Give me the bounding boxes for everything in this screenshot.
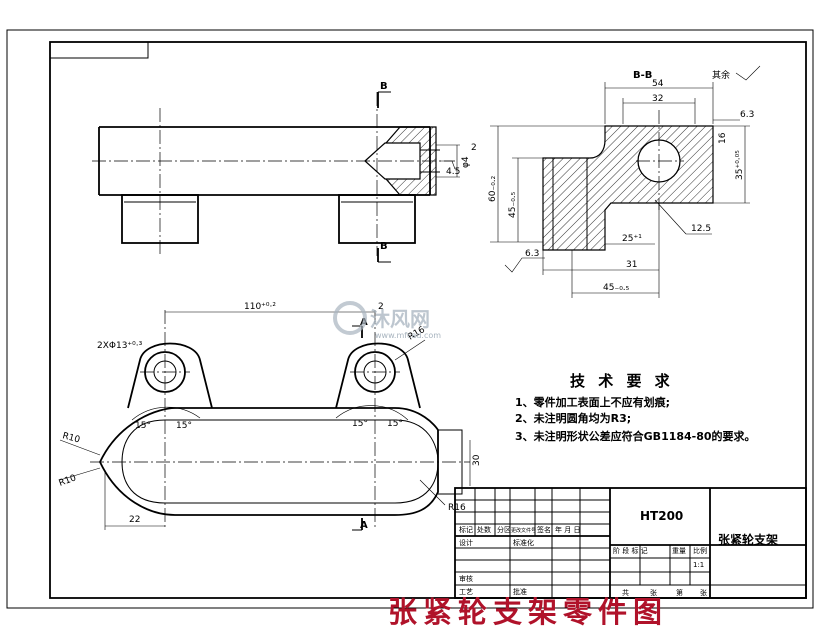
roughness-6-3-left: 6.3: [525, 249, 539, 259]
code-box: [49, 41, 149, 59]
dim-45-bottom: 45₋₀.₅: [603, 283, 630, 293]
tb-sheet-4: 张: [700, 588, 707, 597]
tb-header-3: 分区: [497, 525, 511, 534]
view-label-a-bottom: A: [360, 520, 368, 531]
tb-weight: 重量: [672, 547, 686, 555]
tb-review: 审核: [459, 574, 473, 583]
dim-32: 32: [652, 94, 663, 104]
dim-110: 110⁺⁰·²: [244, 302, 276, 312]
dim-22: 22: [129, 515, 140, 525]
dim-60: 60₋₀.₂: [488, 175, 498, 202]
part-name: 张紧轮支架: [718, 532, 778, 547]
title-block: [454, 487, 807, 599]
tb-sheet-2: 张: [650, 588, 657, 597]
section-title: B-B: [633, 70, 652, 81]
cut-label-bottom: B: [380, 241, 388, 252]
watermark-url: www.mfcad.com: [375, 331, 441, 340]
tech-title: 技 术 要 求: [570, 372, 674, 390]
tb-standard: 标准化: [513, 538, 534, 547]
tb-design: 设计: [459, 538, 473, 547]
dim-4-5: 4.5: [446, 167, 460, 177]
dim-30: 30: [472, 454, 482, 466]
tb-scale-value: 1:1: [693, 561, 704, 569]
tech-item-3: 3、未注明形状公差应符合GB1184-80的要求。: [515, 429, 756, 443]
dim-r10-bottom: R10: [58, 473, 78, 489]
dim-31: 31: [626, 260, 637, 270]
dim-16: 16: [718, 132, 728, 144]
outer-border: [6, 29, 814, 609]
tb-header-4: 更改文件号: [511, 527, 536, 534]
tb-header-1: 标记: [459, 525, 473, 534]
dim-phi4: φ4: [461, 156, 471, 168]
section-bb-view: [490, 65, 761, 298]
tb-process: 工艺: [459, 588, 473, 596]
tb-approve: 批准: [513, 587, 527, 596]
dim-25: 25⁺¹: [622, 234, 642, 244]
drawing-caption: 张紧轮支架零件图: [388, 595, 668, 629]
dim-2: 2: [471, 143, 477, 153]
dim-54: 54: [652, 79, 664, 89]
finish-label: 其余: [712, 69, 730, 81]
tb-sheet-3: 第: [676, 588, 683, 597]
dim-45: 45₋₀.₅: [508, 191, 518, 218]
roughness-6-3: 6.3: [740, 110, 754, 120]
tb-sheet-1: 共: [622, 588, 629, 597]
cut-label-top: B: [380, 81, 388, 92]
front-view: [92, 91, 460, 263]
tech-item-1: 1、零件加工表面上不应有划痕;: [515, 395, 670, 409]
watermark-brand: 沐风网: [370, 307, 430, 331]
dim-angle-2: 15°: [176, 421, 192, 431]
tb-stage: 阶 段 标 记: [613, 546, 648, 555]
dim-angle-3: 15°: [352, 419, 368, 429]
tech-item-2: 2、未注明圆角均为R3;: [515, 411, 631, 425]
tb-header-2: 处数: [477, 525, 491, 534]
dim-angle-1: 15°: [135, 421, 151, 431]
tb-header-5: 签名: [537, 525, 551, 534]
tb-header-6: 年 月 日: [555, 525, 580, 534]
inner-border: [49, 41, 807, 599]
plan-view: [59, 310, 471, 531]
dim-r10-top: R10: [61, 431, 81, 445]
tb-scale-label: 比例: [693, 546, 707, 555]
dim-angle-4: 15°: [387, 419, 403, 429]
roughness-12-5: 12.5: [691, 224, 711, 234]
dim-r16-bottom: R16: [448, 503, 466, 513]
hole-callout: 2XΦ13⁺⁰·³: [97, 341, 143, 351]
dim-2-plan: 2: [378, 302, 384, 312]
material: HT200: [640, 509, 683, 523]
dim-35: 35⁺⁰·⁰⁵: [735, 150, 745, 180]
watermark: 沐风网 www.mfcad.com: [333, 301, 441, 340]
